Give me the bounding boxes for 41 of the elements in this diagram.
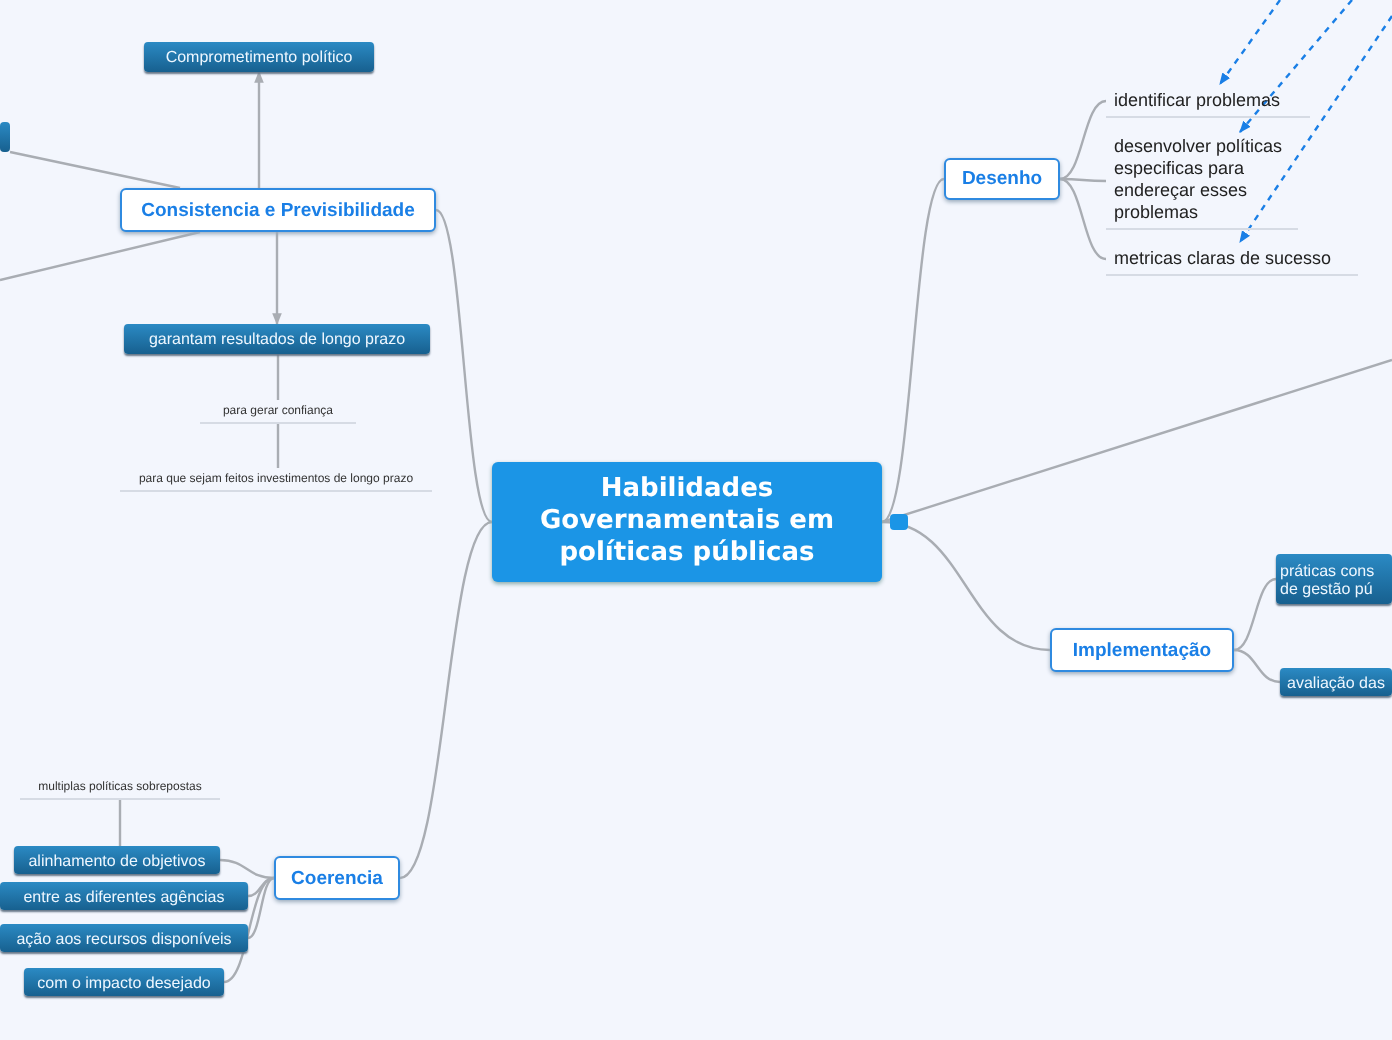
connector-line [881, 520, 1051, 652]
dashed-arrow [1239, 15, 1392, 243]
subtopic-box: com o impacto desejado [24, 968, 224, 996]
connector-line [1059, 177, 1107, 261]
connector-line [881, 358, 1392, 524]
subtopic-box: ação aos recursos disponíveis [0, 924, 248, 952]
connector-line [0, 230, 201, 282]
subtopic-box: entre as diferentes agências [0, 882, 248, 910]
dashed-arrow [1239, 0, 1353, 133]
connector-line [1233, 577, 1277, 652]
topic-box: Coerencia [274, 856, 400, 900]
connector-line [399, 521, 493, 879]
subtopic-box: alinhamento de objetivos [14, 846, 220, 874]
connector-line [1059, 99, 1107, 181]
connector-line [219, 858, 275, 880]
subtopic-box: avaliação das [1280, 668, 1392, 696]
subtopic-box: Comprometimento político [144, 42, 374, 72]
connector-line [223, 876, 275, 984]
central-topic: Habilidades Governamentais em políticas públicas [492, 462, 882, 582]
connector-line [1060, 177, 1106, 183]
branch-text: metricas claras de sucesso [1106, 242, 1358, 276]
branch-text: identificar problemas [1106, 84, 1310, 118]
subtopic-box: práticas cons de gestão pú [1276, 554, 1392, 604]
connector-line [118, 800, 122, 846]
subtopic-box: garantam resultados de longo prazo [124, 324, 430, 354]
topic-box: Implementação [1050, 628, 1234, 672]
arrow [272, 232, 282, 326]
connector-line [247, 876, 275, 940]
connector-line [435, 209, 493, 523]
arrow [254, 70, 264, 188]
branch-text: desenvolver políticas especificas para endereçar esses problemas [1106, 132, 1298, 230]
subtopic-box [0, 122, 10, 152]
topic-box: Desenho [944, 158, 1060, 200]
connector-line [1233, 648, 1281, 684]
connector-line [9, 150, 181, 190]
connector-line [276, 424, 280, 468]
connector-line [276, 354, 280, 400]
connector-line [247, 876, 275, 898]
dashed-arrow [1219, 0, 1281, 85]
connector-line [881, 178, 945, 523]
topic-box: Consistencia e Previsibilidade [120, 188, 436, 232]
